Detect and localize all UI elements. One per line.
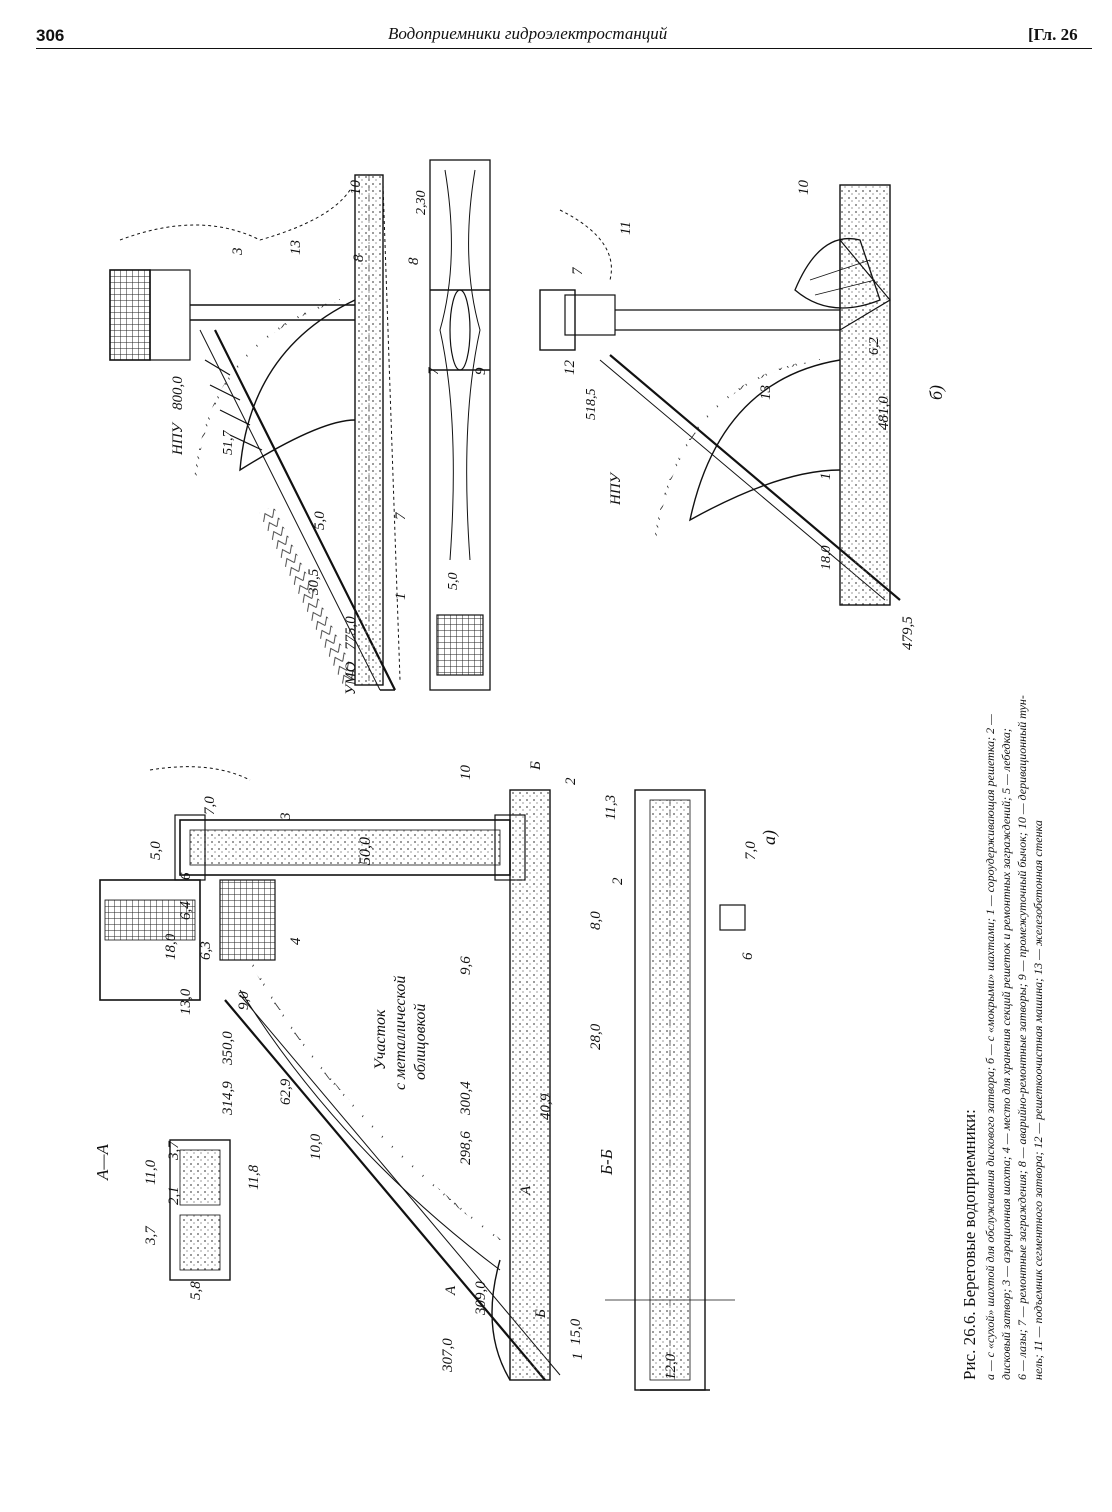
label-3-7b: 3,7 bbox=[166, 1140, 182, 1161]
label-28-0: 28,0 bbox=[588, 1023, 604, 1050]
label-3-7a: 3,7 bbox=[143, 1225, 159, 1246]
label-b-n7a: 7 bbox=[393, 511, 409, 520]
label-518-5: 518,5 bbox=[584, 389, 599, 421]
label-section-bb: Б-Б bbox=[597, 1149, 616, 1176]
label-11-3: 11,3 bbox=[603, 795, 619, 820]
header-rule bbox=[36, 48, 1092, 49]
label-40-9: 40,9 bbox=[538, 1093, 554, 1120]
label-b-n13: 13 bbox=[288, 240, 304, 255]
label-775: 775,0 bbox=[343, 616, 359, 650]
label-b-n13b: 13 bbox=[758, 385, 774, 400]
diagram-a bbox=[99, 766, 746, 1391]
label-6-3: 6,3 bbox=[198, 941, 214, 960]
label-18-0: 18,0 bbox=[163, 933, 179, 960]
label-309: 309,0 bbox=[473, 1281, 489, 1316]
caption-line-1: а — с «сухой» шахтой для обслуживания ди… bbox=[983, 714, 997, 1380]
label-b-n1: 1 bbox=[393, 593, 409, 601]
label-liner-2: с металлической bbox=[392, 976, 409, 1090]
label-5-0-b2: 5,0 bbox=[446, 573, 461, 591]
caption-line-2: дисковый затвор; 3 — аэрационная шахта; … bbox=[999, 728, 1013, 1380]
label-b-n3: 3 bbox=[230, 248, 246, 257]
label-liner-1: Участок bbox=[372, 1009, 389, 1070]
label-15-0: 15,0 bbox=[568, 1318, 584, 1345]
diagram-b-upper bbox=[109, 159, 491, 691]
label-b-n11: 11 bbox=[618, 221, 634, 235]
label-a-top: А bbox=[518, 1185, 534, 1196]
label-npu-2: НПУ bbox=[608, 471, 624, 506]
label-5-0-b: 5,0 bbox=[312, 511, 328, 530]
labels-b: НПУ 800,0 УМО 775,0 30,5 5,0 51,7 1 7 3 … bbox=[170, 180, 947, 696]
label-479-5: 479,5 bbox=[900, 616, 916, 650]
label-13-0: 13,0 bbox=[178, 988, 194, 1015]
label-b-n10b: 10 bbox=[796, 180, 812, 196]
label-18-0-b: 18,0 bbox=[819, 546, 834, 571]
label-62-9: 62,9 bbox=[278, 1078, 294, 1105]
label-5-0: 5,0 bbox=[148, 841, 164, 860]
label-b-n10: 10 bbox=[348, 180, 364, 196]
label-11-8: 11,8 bbox=[246, 1164, 262, 1190]
page-header: 306 Водоприемники гидроэлектростанций [Г… bbox=[0, 0, 1112, 48]
label-6-2: 6,2 bbox=[867, 338, 882, 356]
diagram-b-lower bbox=[539, 184, 901, 606]
label-letter-b: б) bbox=[926, 385, 947, 400]
label-n2b: 2 bbox=[610, 877, 626, 885]
label-umo: УМО bbox=[343, 661, 359, 695]
label-481-0: 481,0 bbox=[876, 396, 892, 430]
label-b-n9: 9 bbox=[473, 367, 489, 375]
label-300-4: 300,4 bbox=[458, 1081, 474, 1116]
label-2-30: 2,30 bbox=[414, 191, 429, 216]
label-section-aa: А—А bbox=[93, 1144, 112, 1182]
label-b-n8: 8 bbox=[351, 254, 367, 262]
caption-line-3: 6 — лазы; 7 — ремонтные заграждения; 8 —… bbox=[1015, 695, 1029, 1380]
label-b-top: Б bbox=[528, 761, 544, 771]
label-5-8: 5,8 bbox=[188, 1281, 204, 1300]
label-n10: 10 bbox=[458, 765, 474, 781]
label-800: 800,0 bbox=[170, 376, 186, 410]
label-314: 314,9 bbox=[220, 1081, 236, 1116]
label-b-n7b: 7 bbox=[426, 366, 442, 375]
label-b-n1b: 1 bbox=[818, 473, 834, 481]
label-350: 350,0 bbox=[220, 1031, 236, 1066]
label-2-1: 2,1 bbox=[166, 1186, 182, 1205]
chapter-marker: [Гл. 26 bbox=[1028, 25, 1078, 44]
running-title: Водоприемники гидроэлектростанций bbox=[388, 24, 668, 43]
label-307: 307,0 bbox=[440, 1338, 456, 1373]
page-number: 306 bbox=[36, 26, 65, 45]
label-51-7: 51,7 bbox=[221, 430, 236, 456]
label-b-n8b: 8 bbox=[406, 257, 422, 265]
figure-caption: Рис. 26.6. Береговые водоприемники: а — … bbox=[960, 695, 1045, 1380]
label-8-0: 8,0 bbox=[588, 911, 604, 930]
label-298-6: 298,6 bbox=[458, 1131, 474, 1165]
label-a-bot: А bbox=[443, 1285, 459, 1296]
label-12-0: 12,0 bbox=[663, 1353, 679, 1380]
caption-line-4: нель; 11 — подъемник сегментного затвора… bbox=[1031, 820, 1045, 1380]
label-letter-a: а) bbox=[759, 830, 780, 845]
label-6-4: 6,4 bbox=[178, 901, 194, 920]
label-b-n12: 12 bbox=[562, 360, 578, 376]
label-7-0b: 7,0 bbox=[743, 841, 759, 860]
label-10-0: 10,0 bbox=[308, 1133, 324, 1160]
label-liner-3: облицовкой bbox=[412, 1004, 429, 1080]
label-b-n7c: 7 bbox=[570, 266, 586, 275]
labels-a: А—А 11,0 3,7 2,1 3,7 11,8 5,8 307,0 309,… bbox=[93, 761, 780, 1380]
label-n6: 6 bbox=[178, 872, 194, 880]
label-n6b: 6 bbox=[740, 952, 756, 960]
label-b-bot: Б bbox=[533, 1309, 549, 1319]
label-n2: 2 bbox=[563, 777, 579, 785]
label-npu-1: НПУ bbox=[170, 421, 186, 456]
label-11-0: 11,0 bbox=[143, 1159, 159, 1185]
caption-title: Рис. 26.6. Береговые водоприемники: bbox=[960, 1109, 979, 1380]
label-7-0: 7,0 bbox=[202, 796, 218, 815]
label-9-6: 9,6 bbox=[458, 956, 474, 975]
label-9-0: 9,0 bbox=[236, 991, 252, 1010]
label-n4: 4 bbox=[288, 937, 304, 945]
label-n3: 3 bbox=[278, 813, 294, 822]
figure-26-6: А—А 11,0 3,7 2,1 3,7 11,8 5,8 307,0 309,… bbox=[93, 159, 1045, 1391]
label-n1: 1 bbox=[570, 1353, 586, 1361]
label-50-0: 50,0 bbox=[357, 837, 374, 865]
label-30-5: 30,5 bbox=[306, 568, 322, 596]
